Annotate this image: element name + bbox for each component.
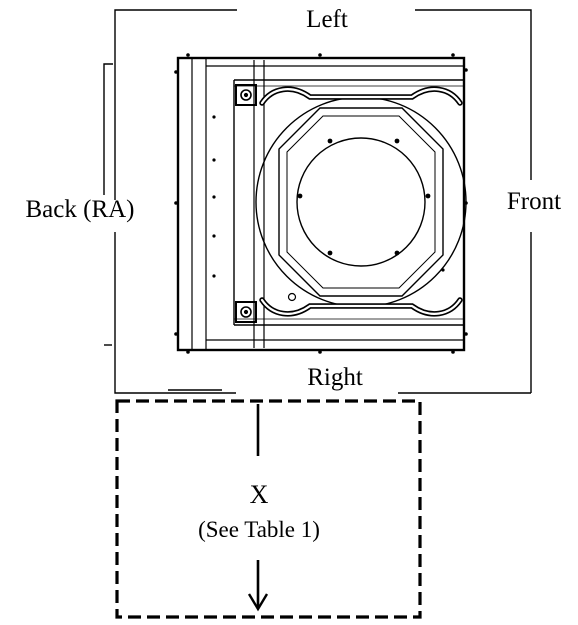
bracket-bottom-bolt-center bbox=[243, 309, 249, 315]
fan-octagon-frame bbox=[278, 107, 444, 297]
screw-dot bbox=[451, 53, 455, 57]
screw-dot bbox=[318, 350, 322, 354]
clearance-line-top-left bbox=[114, 9, 237, 200]
clearance-line-bottom-left bbox=[114, 232, 236, 394]
fan-inlet-circle bbox=[296, 137, 426, 267]
bracket-top-bolt bbox=[240, 89, 252, 101]
screw-dot bbox=[174, 70, 178, 74]
bracket-bottom-bolt bbox=[240, 306, 252, 318]
screw-dot bbox=[174, 332, 178, 336]
screw-dot bbox=[318, 53, 322, 57]
label-back: Back (RA) bbox=[26, 196, 135, 223]
fan-octagon-inner bbox=[286, 115, 436, 289]
screw-dot bbox=[297, 193, 303, 199]
label-dimension: X bbox=[250, 480, 269, 509]
clearance-zone-dashed-box bbox=[115, 399, 422, 619]
label-right: Right bbox=[307, 364, 363, 391]
screw-dot bbox=[441, 268, 445, 272]
drain-hole bbox=[287, 292, 297, 302]
screw-dot bbox=[464, 332, 468, 336]
bracket-top-bolt-center bbox=[243, 92, 249, 98]
screw-dot bbox=[186, 53, 190, 57]
bracket-bottom bbox=[235, 301, 257, 323]
screw-dot bbox=[174, 201, 178, 205]
arrow-head-down bbox=[247, 593, 269, 612]
clearance-line-top-right bbox=[415, 9, 532, 180]
label-left: Left bbox=[306, 6, 348, 33]
screw-dot bbox=[451, 350, 455, 354]
lifting-handle-top-inner bbox=[260, 88, 462, 105]
unit-top-view bbox=[176, 56, 467, 352]
bracket-top bbox=[235, 84, 257, 106]
screw-dot bbox=[327, 250, 333, 256]
dimension-arrow bbox=[247, 404, 269, 612]
screw-dot bbox=[425, 193, 431, 199]
screw-dot bbox=[394, 138, 400, 144]
clearance-tick-back-upper bbox=[103, 63, 113, 195]
clearance-boundary bbox=[103, 9, 532, 394]
label-front: Front bbox=[507, 188, 561, 215]
screw-dot bbox=[212, 115, 216, 119]
screw-dot bbox=[394, 250, 400, 256]
screw-dot bbox=[464, 201, 468, 205]
screw-dot bbox=[212, 234, 216, 238]
screw-dot bbox=[212, 195, 216, 199]
screw-dot bbox=[212, 158, 216, 162]
unit-outline bbox=[176, 56, 466, 352]
screw-dot bbox=[464, 68, 468, 72]
screw-dot bbox=[212, 274, 216, 278]
label-dimension-note: (See Table 1) bbox=[198, 517, 320, 542]
lifting-handle-bottom-inner bbox=[260, 298, 462, 315]
screw-dot bbox=[327, 138, 333, 144]
screw-dot bbox=[186, 350, 190, 354]
fasteners bbox=[174, 53, 468, 354]
